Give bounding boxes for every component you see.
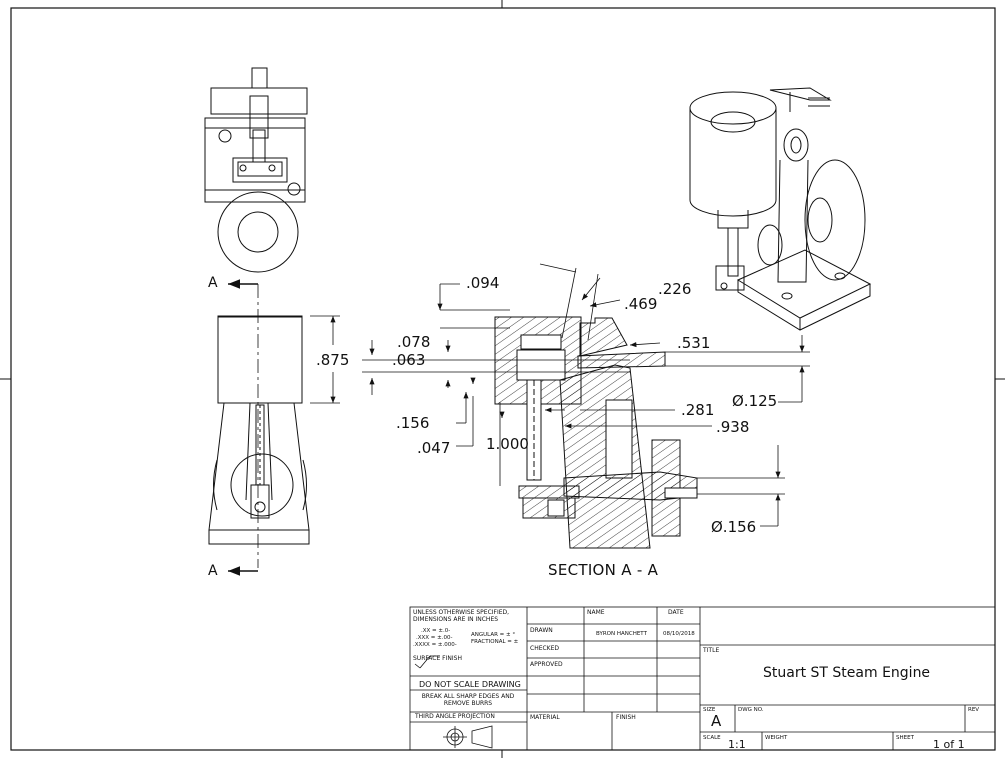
col-name-header: NAME <box>587 609 605 616</box>
projection-symbol <box>443 725 493 749</box>
size-value: A <box>711 712 722 730</box>
title-block-frame <box>409 606 996 751</box>
dim-875: .875 <box>316 351 350 369</box>
tolerance-xxxx: .XXXX = ±.000- <box>413 642 457 648</box>
projection-label: THIRD ANGLE PROJECTION <box>415 713 495 720</box>
dim-156: .156 <box>396 414 430 432</box>
tolerance-angular: ANGULAR = ± ° <box>471 632 516 638</box>
row-checked-label: CHECKED <box>530 645 560 652</box>
dim-dia-125: Ø.125 <box>732 392 778 410</box>
do-not-scale-note: DO NOT SCALE DRAWING <box>419 680 521 689</box>
sheet-value: 1 of 1 <box>933 738 965 751</box>
dim-dia-156: Ø.156 <box>711 518 757 536</box>
section-view <box>494 316 698 549</box>
dim-047: .047 <box>417 439 451 457</box>
section-line <box>228 279 259 576</box>
dim-281: .281 <box>681 401 715 419</box>
section-title: SECTION A - A <box>548 561 659 579</box>
row-approved-label: APPROVED <box>530 661 563 668</box>
top-view <box>204 67 308 273</box>
break-edges-note: BREAK ALL SHARP EDGES AND REMOVE BURRS <box>421 693 515 707</box>
tolerance-xx: .XX = ±.0- <box>421 628 451 634</box>
size-label: SIZE <box>703 707 716 713</box>
dim-938: .938 <box>716 418 750 436</box>
dim-1000: 1.000 <box>486 435 529 453</box>
title-label: TITLE <box>703 647 720 654</box>
section-mark-bottom: A <box>208 563 218 579</box>
dimension-lines <box>310 263 810 527</box>
drawing-title: Stuart ST Steam Engine <box>763 665 931 681</box>
dim-469: .469 <box>624 295 658 313</box>
weight-label: WEIGHT <box>765 735 788 741</box>
front-view <box>208 315 310 545</box>
col-date-header: DATE <box>668 609 684 616</box>
section-mark-top: A <box>208 275 218 291</box>
dwg-no-label: DWG NO. <box>738 707 764 713</box>
dim-094: .094 <box>466 274 500 292</box>
dim-063: .063 <box>392 351 426 369</box>
tolerance-xxx: .XXX = ±.00- <box>416 635 453 641</box>
material-label: MATERIAL <box>530 714 560 721</box>
drawn-date: 08/10/2018 <box>663 631 695 637</box>
rev-label: REV <box>968 707 980 713</box>
tolerance-fractional: FRACTIONAL = ± <box>471 639 519 645</box>
scale-label: SCALE <box>703 735 721 741</box>
sheet-label: SHEET <box>896 735 914 741</box>
dim-226: .226 <box>658 280 692 298</box>
row-drawn-label: DRAWN <box>530 627 553 634</box>
drawn-by-name: BYRON HANCHETT <box>596 631 647 637</box>
surface-finish-label: SURFACE FINISH <box>413 655 462 662</box>
dim-078: .078 <box>397 333 431 351</box>
scale-value: 1:1 <box>728 738 746 751</box>
dim-531: .531 <box>677 334 711 352</box>
isometric-view <box>689 87 872 331</box>
finish-label: FINISH <box>616 714 636 721</box>
tolerance-header: UNLESS OTHERWISE SPECIFIED, DIMENSIONS A… <box>413 609 510 623</box>
